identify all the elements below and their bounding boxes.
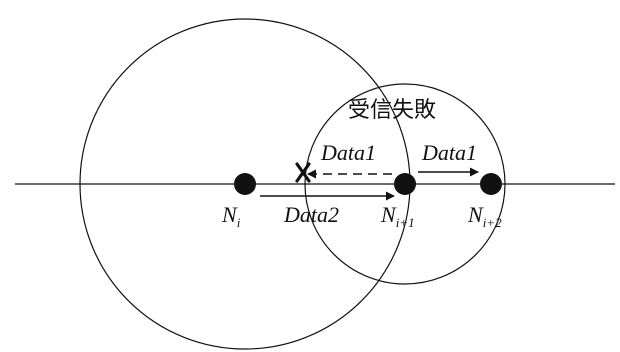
node-sub-ni1: i+1 (396, 215, 415, 230)
node-label-ni1: Ni+1 (380, 202, 415, 230)
failure-label: 受信失敗 (348, 98, 436, 123)
node-label-ni2: Ni+2 (467, 202, 502, 230)
node-sub-ni2: i+2 (483, 215, 502, 230)
node-sub-ni: i (237, 215, 241, 230)
data2-label: Data2 (283, 202, 339, 227)
node-ni (234, 173, 256, 195)
data1-left-label: Data1 (320, 140, 376, 165)
node-ni2 (480, 173, 502, 195)
failure-x-mark (295, 162, 311, 183)
node-ni1 (394, 173, 416, 195)
node-label-ni: Ni (221, 202, 241, 230)
data1-right-label: Data1 (421, 140, 477, 165)
